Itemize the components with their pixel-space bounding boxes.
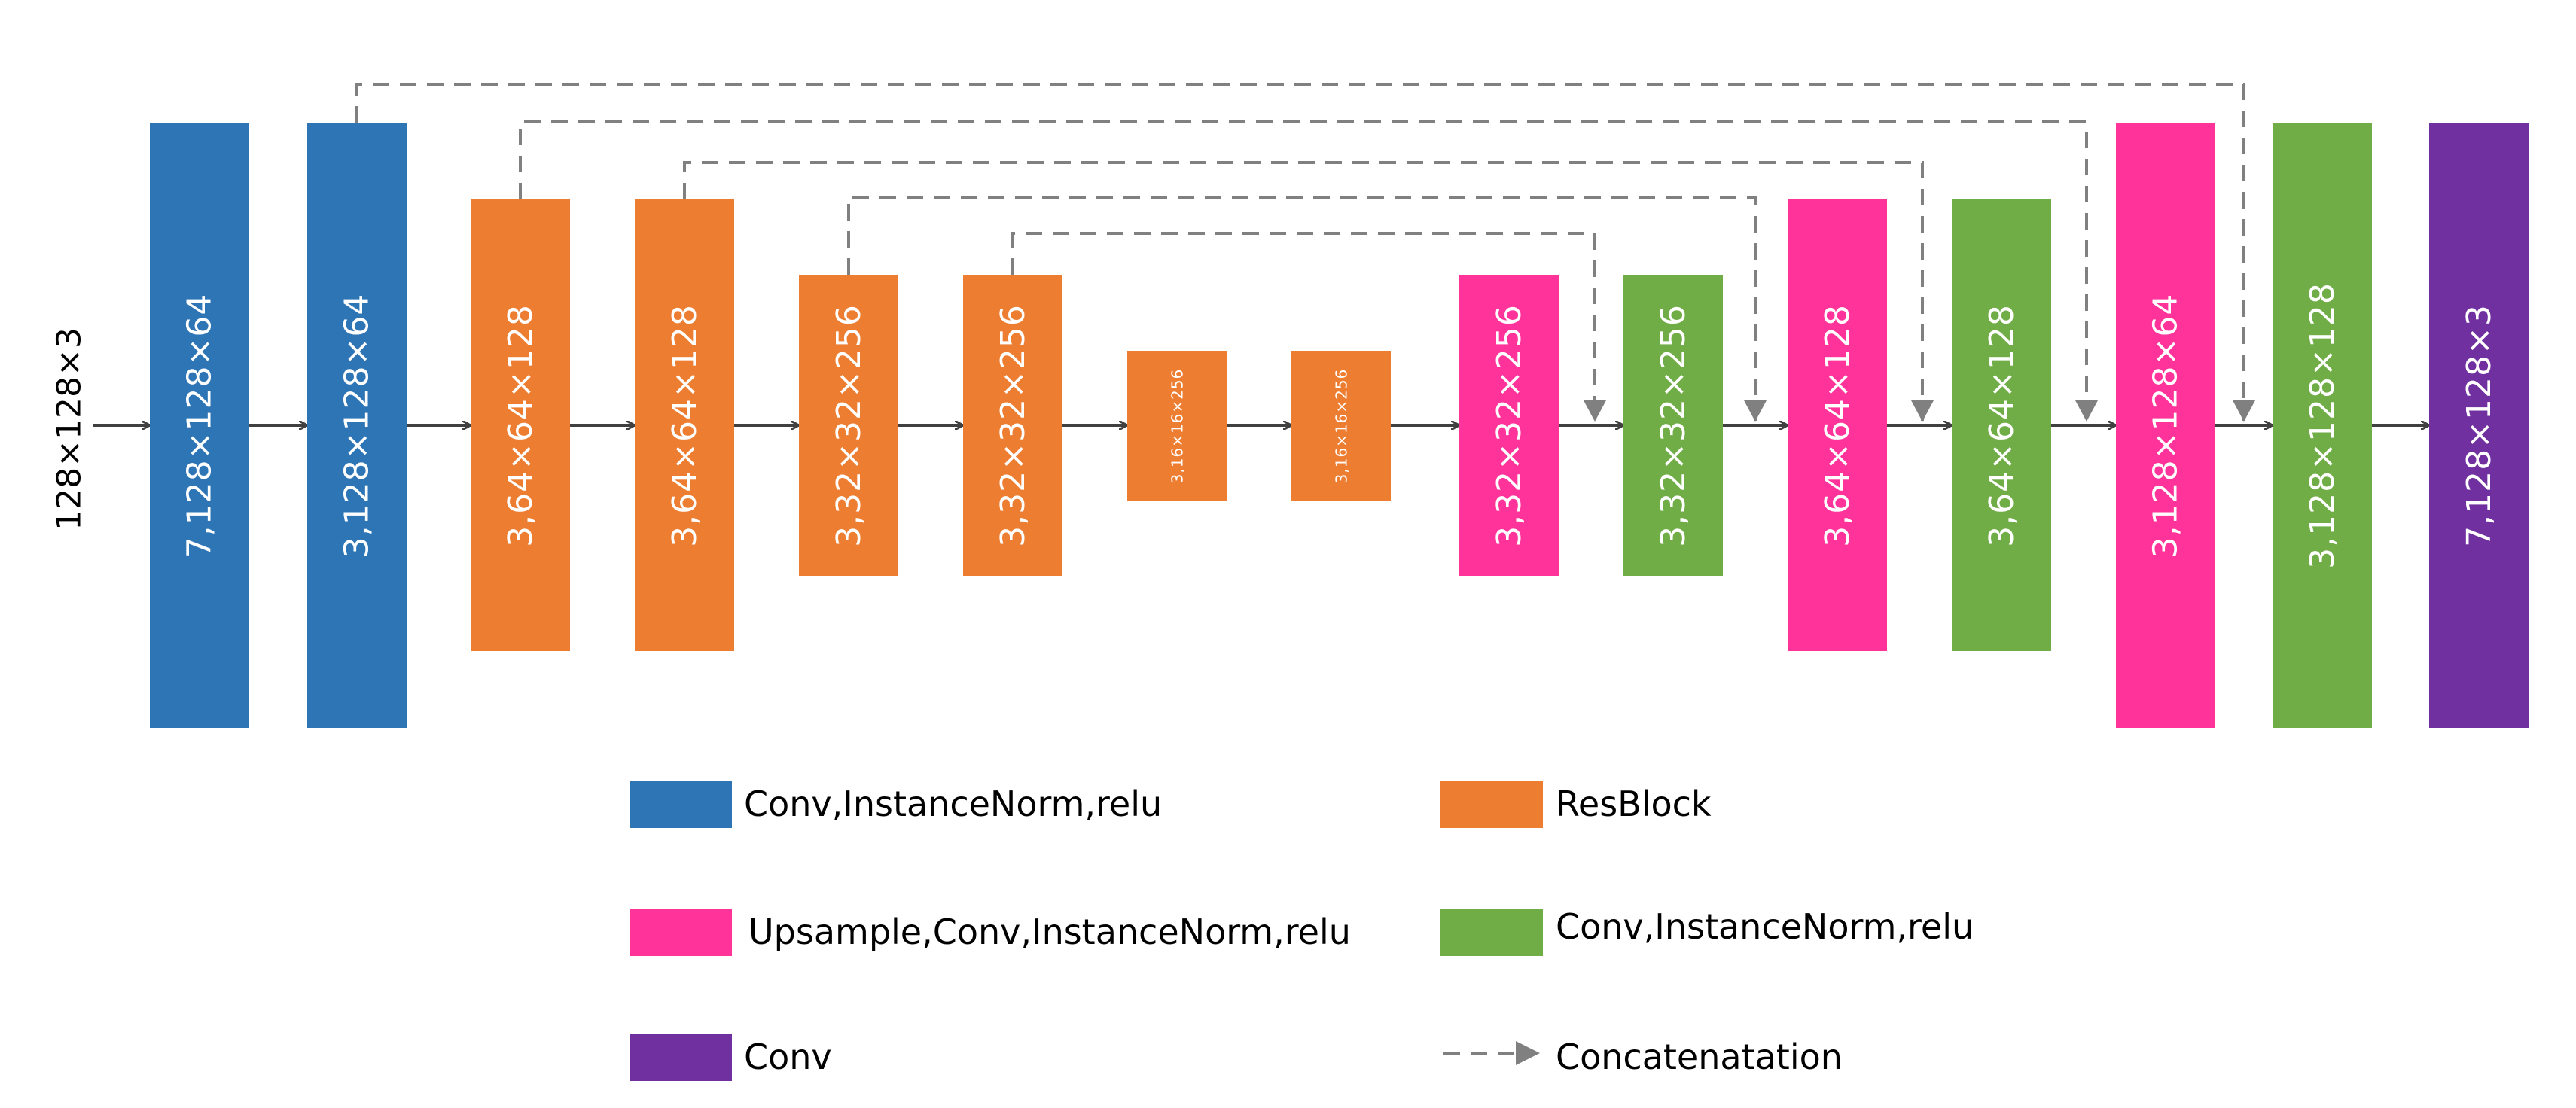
block-12: 3,64×64×128 (1952, 199, 2051, 651)
block-label: 3,32×32×256 (1654, 303, 1693, 547)
legend-label-concat: Concatenatation (1556, 1036, 1843, 1077)
block-label: 3,32×32×256 (1489, 303, 1529, 547)
legend-swatch-upsample (630, 909, 732, 956)
legend-swatch-conv-final (630, 1034, 732, 1081)
block-10: 3,32×32×256 (1623, 275, 1723, 576)
block-label: 3,128×128×64 (337, 293, 376, 558)
block-14: 3,128×128×128 (2273, 123, 2372, 728)
skip-connection-arrow (683, 161, 1934, 422)
legend-swatch-conv-out (1440, 909, 1543, 956)
legend-label-conv-final: Conv (744, 1036, 832, 1077)
block-label: 3,64×64×128 (501, 303, 540, 547)
block-8: 3,16×16×256 (1291, 351, 1391, 501)
block-4: 3,64×64×128 (635, 199, 734, 651)
block-label: 3,64×64×128 (665, 303, 704, 547)
legend-label-upsample: Upsample,Conv,InstanceNorm,relu (748, 912, 1351, 952)
legend-concat-arrow-icon (1443, 1041, 1540, 1065)
block-label: 3,128×128×128 (2303, 282, 2342, 569)
legend-label-conv-out: Conv,InstanceNorm,relu (1556, 906, 1974, 947)
skip-connection-arrow (355, 83, 2255, 422)
block-9: 3,32×32×256 (1459, 275, 1559, 576)
input-size-label: 128×128×3 (50, 327, 89, 531)
block-label: 7,128×128×64 (180, 293, 219, 558)
block-2: 3,128×128×64 (307, 123, 407, 728)
block-label: 7,128×128×3 (2459, 303, 2498, 547)
block-15: 7,128×128×3 (2429, 123, 2529, 728)
block-label: 3,64×64×128 (1818, 303, 1857, 547)
skip-connection-arrow (1011, 232, 1606, 422)
block-3: 3,64×64×128 (471, 199, 570, 651)
block-7: 3,16×16×256 (1127, 351, 1227, 501)
block-13: 3,128×128×64 (2116, 123, 2215, 728)
block-6: 3,32×32×256 (963, 275, 1062, 576)
block-label: 3,128×128×64 (2146, 293, 2185, 558)
block-label: 3,16×16×256 (1332, 368, 1351, 484)
block-11: 3,64×64×128 (1788, 199, 1887, 651)
legend-swatch-conv-in (630, 781, 732, 828)
legend-label-conv-in: Conv,InstanceNorm,relu (744, 784, 1163, 824)
skip-connection-arrow (519, 120, 2098, 422)
block-label: 3,16×16×256 (1168, 368, 1187, 484)
legend-label-resblock: ResBlock (1556, 784, 1712, 824)
skip-connection-arrow (847, 196, 1767, 422)
block-label: 3,32×32×256 (829, 303, 868, 547)
block-label: 3,64×64×128 (1982, 303, 2021, 547)
block-5: 3,32×32×256 (799, 275, 898, 576)
legend-swatch-resblock (1440, 781, 1543, 828)
block-1: 7,128×128×64 (150, 123, 249, 728)
block-label: 3,32×32×256 (993, 303, 1032, 547)
